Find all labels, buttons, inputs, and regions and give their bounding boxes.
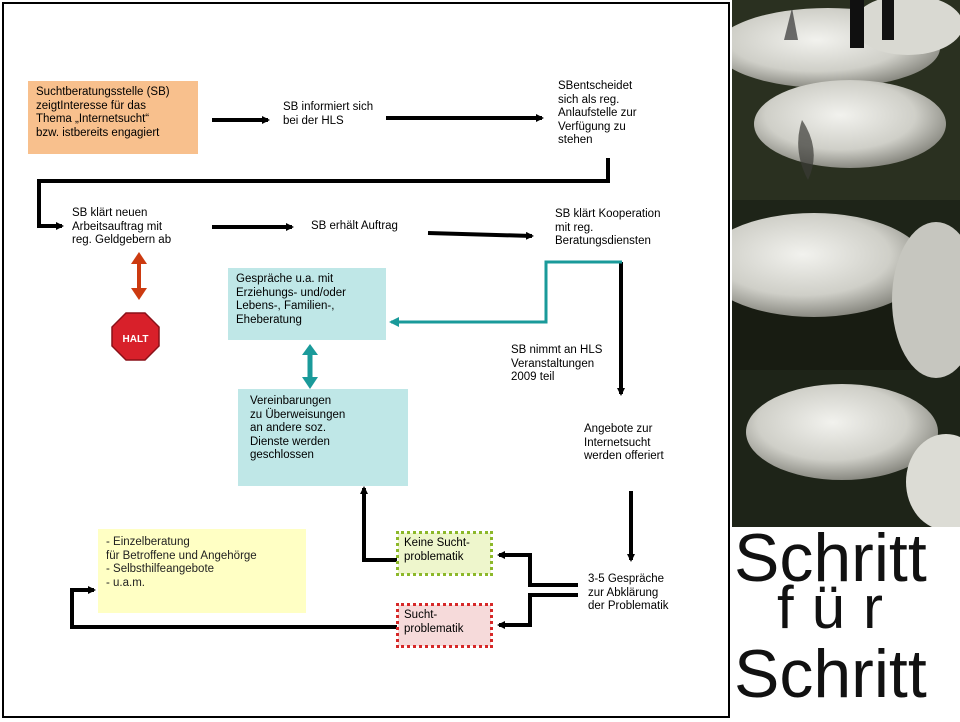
talks-box: Gespräche u.a. mit Erziehungs- und/oder … (228, 268, 386, 340)
informs-step: SB informiert sich bei der HLS (283, 101, 374, 127)
receives-step: SB erhält Auftrag (311, 220, 398, 232)
offers-step: Angebote zur Internetsucht werden offeri… (584, 423, 664, 462)
slogan-line-3: Schritt (734, 636, 927, 712)
consultations-step: 3-5 Gespräche zur Abklärung der Problema… (588, 573, 669, 612)
arrow-receives-to-cooperation (427, 231, 534, 240)
no-addiction-box: Keine Sucht- problematik (396, 531, 493, 576)
arrow-addiction-to-services (70, 586, 397, 629)
arrow-to-no-addiction (497, 551, 578, 587)
red-double-arrow (131, 252, 147, 300)
flow-arrows: HALT (37, 114, 635, 629)
events-step: SB nimmt an HLS Veranstaltungen 2009 tei… (511, 344, 603, 383)
agreements-box: Vereinbarungen zu Überweisungen an ander… (238, 389, 408, 486)
clarifies-new-step: SB klärt neuen Arbeitsauftrag mit reg. G… (72, 207, 172, 246)
slogan-line-1: Schritt (734, 520, 927, 596)
arrow-decides-to-clarifies (37, 158, 610, 230)
svg-text:HALT: HALT (123, 334, 149, 345)
decides-step: SBentscheidet sich als reg. Anlaufstelle… (558, 80, 637, 146)
addiction-box: Sucht- problematik (396, 603, 493, 648)
start-box: Suchtberatungsstelle (SB) zeigtInteresse… (28, 81, 198, 154)
services-box: - Einzelberatung für Betroffene und Ange… (98, 529, 306, 613)
teal-double-arrow (302, 344, 318, 389)
stop-sign-icon: HALT (111, 312, 160, 361)
arrow-no-addiction-to-agreements (360, 486, 397, 562)
teal-arrow-cooperation-to-talks (389, 260, 622, 327)
arrow-to-addiction (497, 593, 578, 629)
cooperation-step: SB klärt Kooperation mit reg. Beratungsd… (555, 208, 661, 247)
slogan-line-2: für (777, 574, 902, 641)
diagram-frame (2, 2, 730, 718)
stepping-stones-photo (732, 0, 960, 527)
